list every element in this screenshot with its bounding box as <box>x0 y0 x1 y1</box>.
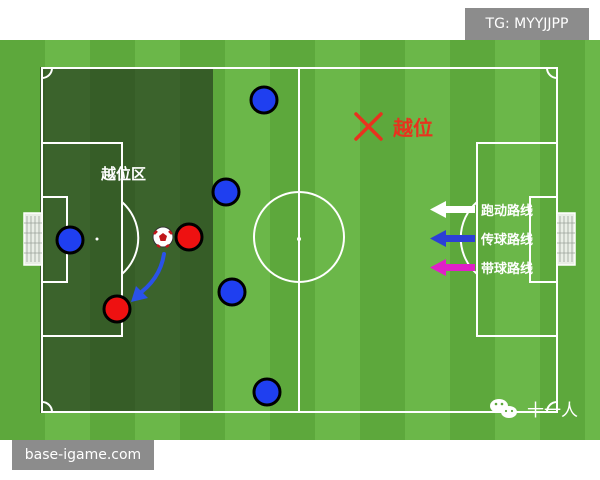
tactical-diagram: 越位区 越位 跑动路线 传球路线 带球路线 十一人 <box>23 67 578 421</box>
legend-label-run: 跑动路线 <box>481 203 533 219</box>
red-player-offside <box>102 294 132 324</box>
red-team <box>102 222 204 324</box>
left-penalty-spot <box>95 237 99 241</box>
left-goal <box>23 212 43 266</box>
corner-arc-bottom-left <box>41 401 53 413</box>
site-badge: base-igame.com <box>12 440 154 470</box>
legend-label-dribble: 带球路线 <box>481 261 533 277</box>
blue-player-defender-lower <box>217 277 247 307</box>
corner-arc-top-right <box>546 67 558 79</box>
wechat-icon <box>490 399 517 418</box>
legend-item-dribble: 带球路线 <box>430 259 533 277</box>
blue-player-goalkeeper <box>55 225 85 255</box>
pass-arrowhead <box>131 286 148 302</box>
corner-arc-top-left <box>41 67 53 79</box>
offside-mark-label: 越位 <box>392 116 433 140</box>
right-goal <box>556 212 576 266</box>
blue-player-defender-bottom <box>252 377 282 407</box>
legend: 跑动路线 传球路线 带球路线 <box>430 201 533 277</box>
center-circle <box>253 191 345 283</box>
blue-team <box>55 85 282 407</box>
offside-zone-label: 越位区 <box>100 165 146 183</box>
legend-item-pass: 传球路线 <box>430 230 533 248</box>
watermark-label: 十一人 <box>527 401 578 421</box>
blue-player-defender-upper <box>211 177 241 207</box>
red-player-passer <box>174 222 204 252</box>
right-goal-area <box>529 196 558 283</box>
telegram-badge: TG: MYYJJPP <box>465 8 589 40</box>
legend-label-pass: 传球路线 <box>480 232 533 248</box>
corner-arc-bottom-right <box>546 401 558 413</box>
offside-x-icon <box>354 112 383 141</box>
legend-item-run: 跑动路线 <box>430 201 533 219</box>
center-spot <box>297 237 301 241</box>
blue-player-defender-top <box>249 85 279 115</box>
left-penalty-arc <box>121 201 140 275</box>
football-icon <box>152 226 174 249</box>
